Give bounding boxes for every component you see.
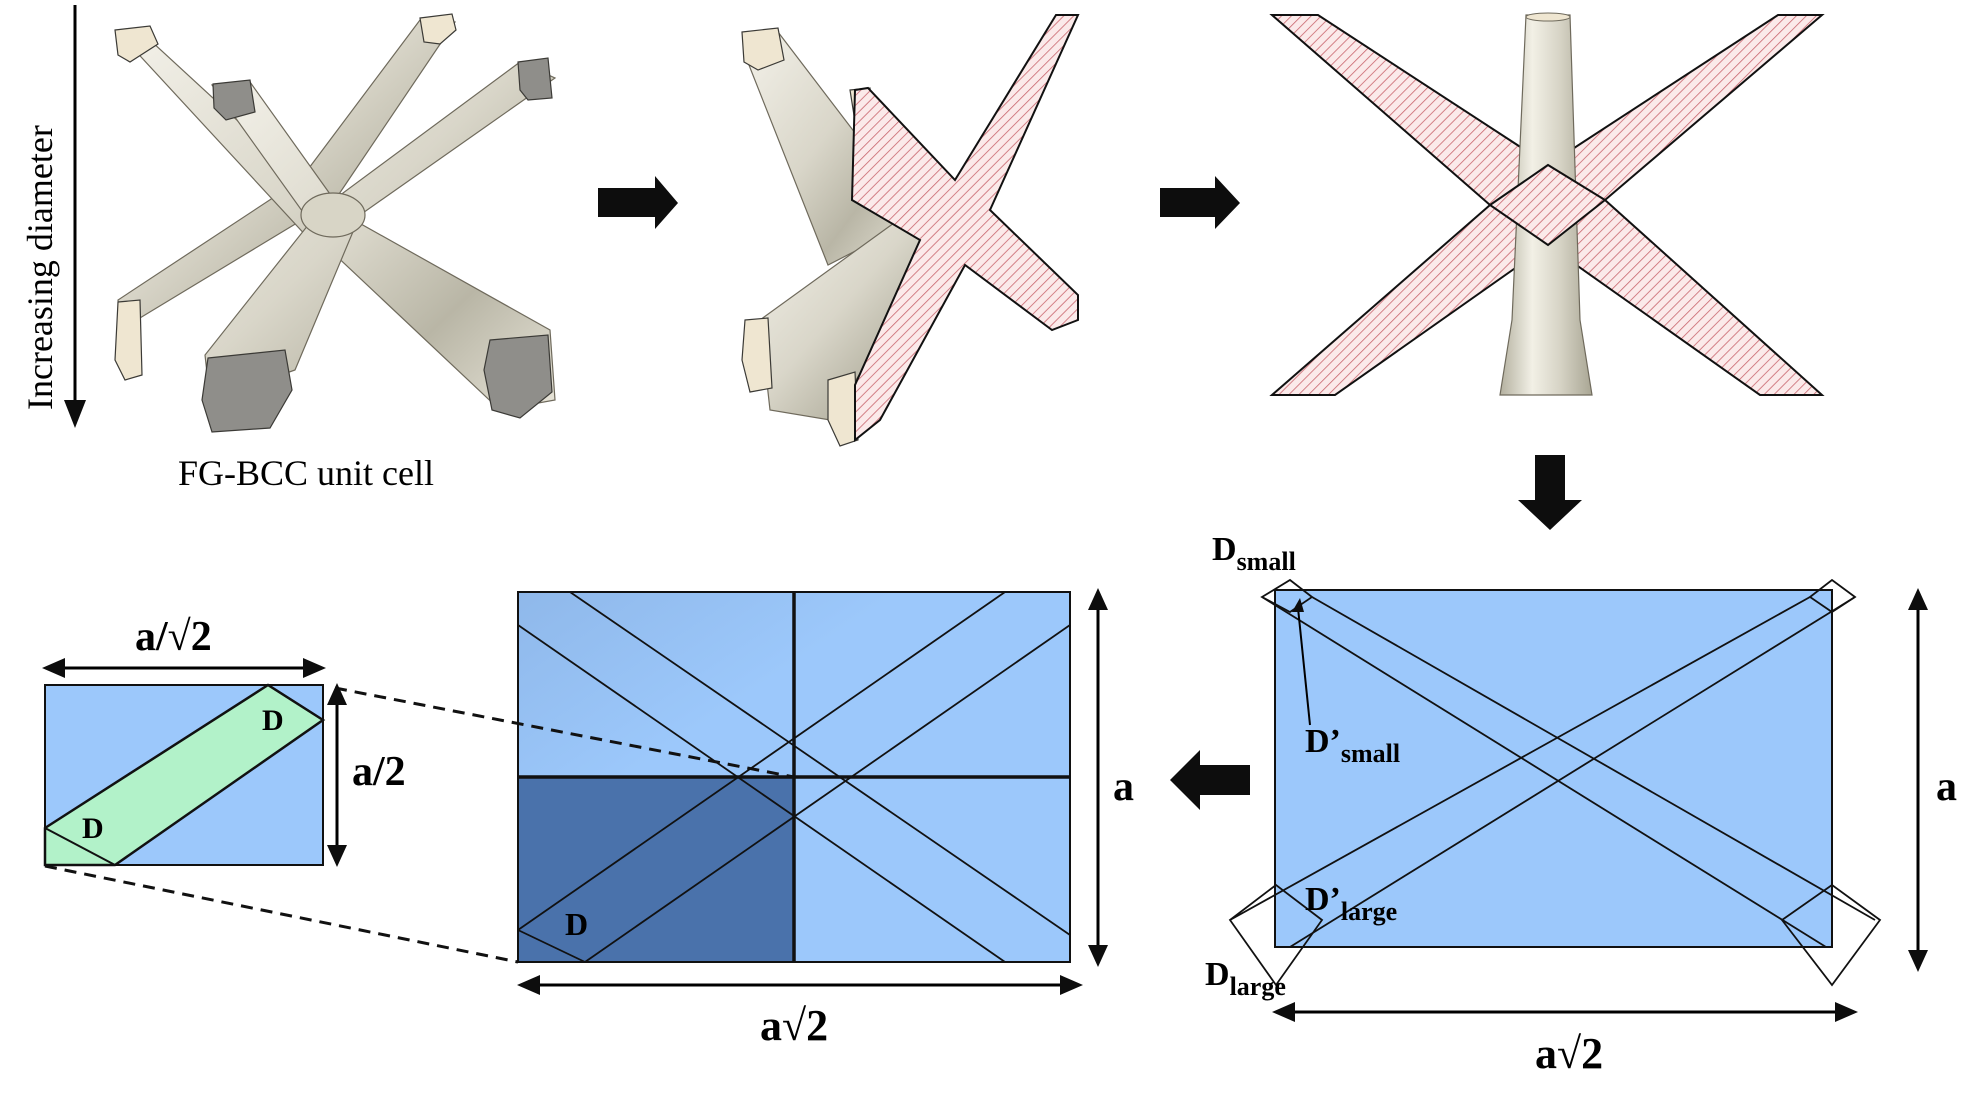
middle-dimension-a — [1088, 588, 1108, 967]
quarter-dimension-height — [327, 683, 347, 867]
label-d-large: Dlarge — [1205, 956, 1286, 1001]
unit-cell-caption: FG-BCC unit cell — [178, 453, 434, 493]
half-cap-bottom-mid — [827, 371, 859, 447]
section-cut-half — [850, 14, 1080, 443]
right-diag-2b — [1229, 596, 1811, 921]
bcc-half-section-3d — [741, 14, 1080, 447]
quarter-label-d-bottom: D — [82, 812, 104, 845]
right-dimension-a-sqrt2 — [1272, 1002, 1858, 1022]
half-cap-top-left — [741, 27, 785, 71]
middle-label-d: D — [565, 906, 588, 942]
quarter-label-height: a/2 — [352, 749, 406, 795]
middle-diag-1b — [569, 591, 1071, 936]
strut-cap-top-right-back — [419, 13, 457, 45]
strut-front-1 — [210, 81, 556, 411]
right-diag-1a — [1261, 596, 1827, 948]
middle-label-a: a — [1113, 764, 1134, 810]
dprime-small-pointer-head — [1292, 598, 1304, 612]
quarter-d-line-top — [267, 684, 324, 721]
process-arrow-down — [1518, 455, 1582, 530]
dprime-small-pointer — [1297, 607, 1311, 726]
middle-diag-1a — [517, 624, 1006, 963]
vertical-strut-cap — [1525, 12, 1571, 22]
right-diag-2a — [1289, 596, 1856, 948]
quarter-d-line-bottom — [44, 827, 116, 866]
strut-cap-bottom-right — [483, 334, 553, 419]
process-arrow-left — [1170, 750, 1250, 810]
quarter-cell-diagram — [43, 683, 326, 867]
increasing-arrow-head — [64, 400, 86, 428]
process-arrow-1 — [598, 176, 678, 229]
strut-cap-top-left — [114, 25, 159, 63]
middle-d-cap — [517, 929, 586, 963]
increasing-diameter-label: Increasing diameter — [20, 125, 60, 410]
right-large-diamond-right — [1780, 883, 1882, 987]
zoom-line-top — [334, 686, 795, 779]
right-large-diamond-left — [1228, 883, 1324, 987]
zoom-line-bottom — [44, 864, 519, 964]
section-cut-center — [1488, 163, 1607, 247]
quarter-label-d-top: D — [262, 704, 284, 737]
quarter-label-width: a/√2 — [135, 614, 212, 660]
middle-diag-2b — [584, 624, 1071, 963]
strut-cap-bottom-mid — [201, 349, 293, 433]
strut-cap-top-right — [517, 57, 553, 101]
label-dprime-small: D’small — [1305, 723, 1400, 768]
process-arrow-2 — [1160, 176, 1240, 229]
label-d-small: Dsmall — [1212, 531, 1296, 576]
increasing-diameter-indicator: Increasing diameter — [20, 5, 86, 428]
strut-cap-bottom-left — [114, 299, 143, 381]
label-dprime-large: D’large — [1305, 881, 1397, 926]
right-cell-diagram — [1228, 578, 1882, 987]
right-label-a: a — [1936, 764, 1957, 810]
bcc-unit-cell-3d — [114, 13, 557, 433]
middle-label-a-sqrt2: a√2 — [760, 1001, 828, 1050]
right-cell-rect — [1274, 589, 1833, 948]
middle-diag-2a — [517, 591, 1006, 931]
half-cap-bottom-left — [741, 317, 773, 393]
quarter-dimension-width — [42, 658, 326, 678]
strut-node — [300, 192, 366, 238]
right-dimension-a — [1908, 588, 1928, 972]
right-label-a-sqrt2: a√2 — [1535, 1029, 1603, 1078]
middle-dimension-a-sqrt2 — [517, 975, 1083, 995]
middle-cell-quarter — [518, 777, 794, 962]
strut-cap-top-mid — [212, 79, 256, 121]
bcc-full-section — [1269, 12, 1825, 396]
